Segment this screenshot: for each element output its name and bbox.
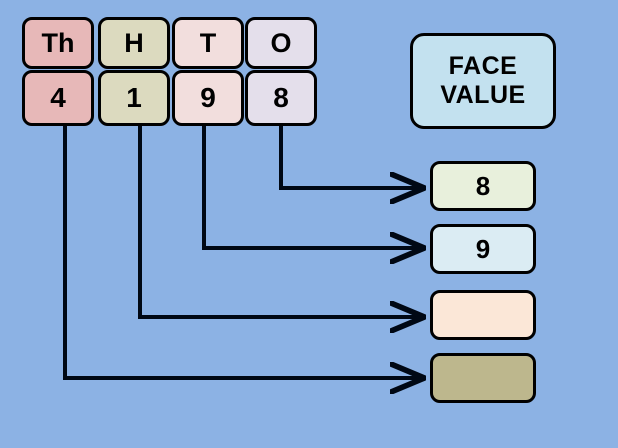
place-header-thousands[interactable]: Th — [22, 17, 94, 69]
place-digit-thousands[interactable]: 4 — [22, 70, 94, 126]
connector-ones — [279, 124, 424, 188]
place-header-tens[interactable]: T — [172, 17, 244, 69]
face-value-hundreds[interactable] — [430, 290, 536, 340]
face-value-tens[interactable]: 9 — [430, 224, 536, 274]
place-digit-ones[interactable]: 8 — [245, 70, 317, 126]
place-digit-tens[interactable]: 9 — [172, 70, 244, 126]
place-header-ones[interactable]: O — [245, 17, 317, 69]
connector-hundreds — [138, 124, 424, 317]
face-value-title-panel: FACE VALUE — [410, 33, 556, 129]
place-digit-hundreds[interactable]: 1 — [98, 70, 170, 126]
connector-thousands — [63, 124, 424, 378]
face-value-title-line1: FACE — [448, 52, 518, 80]
connector-tens — [202, 124, 424, 248]
face-value-ones[interactable]: 8 — [430, 161, 536, 211]
place-header-hundreds[interactable]: H — [98, 17, 170, 69]
face-value-thousands[interactable] — [430, 353, 536, 403]
face-value-title-line2: VALUE — [440, 81, 526, 109]
